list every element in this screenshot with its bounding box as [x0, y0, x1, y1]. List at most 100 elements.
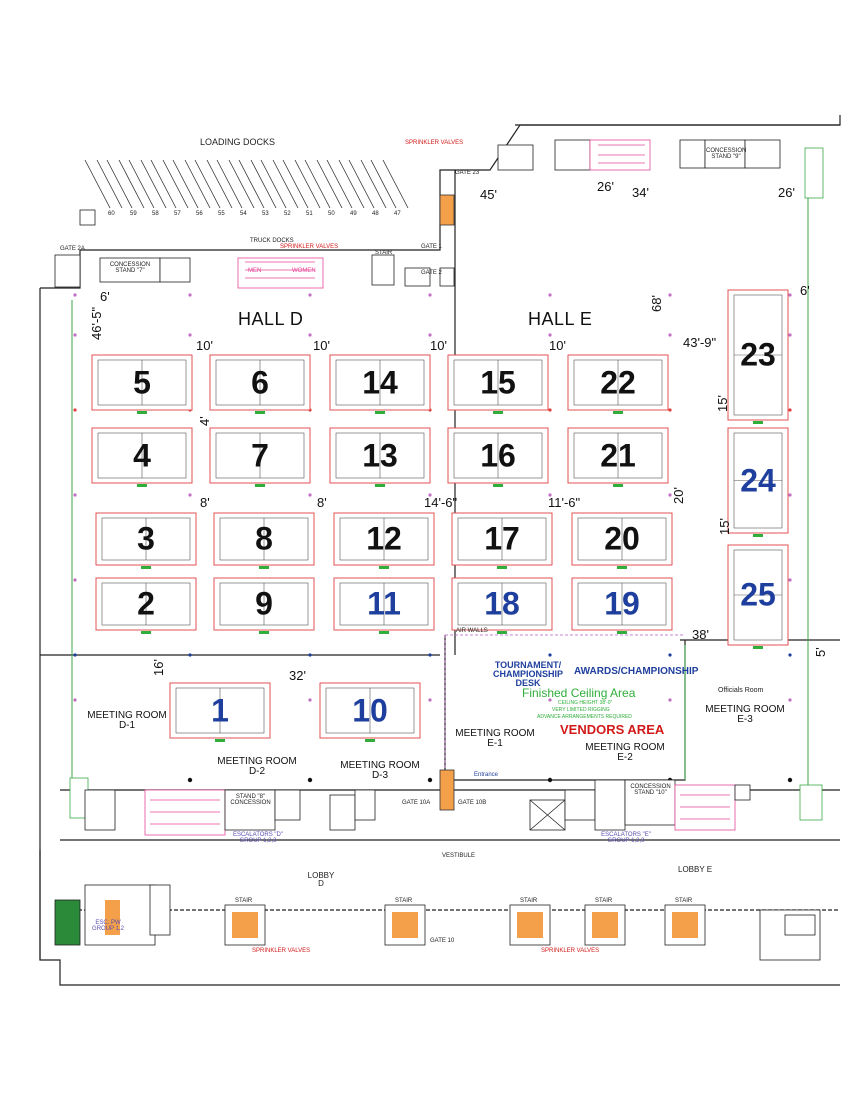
dim-34: 34' [632, 185, 649, 200]
dim-8-b: 8' [317, 495, 327, 510]
court-marker [255, 484, 265, 487]
court-number: 3 [137, 520, 155, 557]
court-number: 25 [740, 576, 776, 613]
column-grid [72, 293, 793, 783]
column-dot [307, 777, 313, 783]
column-dot [428, 333, 432, 337]
sprinkler-label-4: SPRINKLER VALVES [541, 948, 600, 954]
dock-number: 54 [240, 211, 247, 217]
column-dot [788, 408, 792, 412]
gate-2-label: GATE 2 [421, 270, 442, 276]
dim-32: 32' [289, 668, 306, 683]
dock-bay [128, 159, 167, 209]
court-number: 1 [211, 692, 229, 728]
dock-number: 58 [152, 211, 159, 217]
court-number: 2 [137, 585, 155, 622]
stair-label-3: STAIR [520, 898, 538, 904]
escalators-e-label: ESCALATORS "E" GROUP 1,2,3 [601, 832, 651, 844]
awards-label: AWARDS/CHAMPIONSHIP [574, 666, 699, 677]
dock-bay [348, 159, 387, 209]
court-marker [375, 411, 385, 414]
dock-number: 56 [196, 211, 203, 217]
dim-10-d: 10' [549, 338, 566, 353]
gate-10b-label: GATE 10B [458, 800, 487, 806]
court-number: 6 [251, 364, 269, 400]
court-number: 10 [352, 692, 388, 728]
court-number: 5 [133, 364, 151, 400]
column-dot [188, 333, 192, 337]
column-dot [308, 698, 312, 702]
dim-46-5: 46'-5" [89, 306, 104, 340]
service-rooms [54, 139, 824, 961]
court-marker [137, 484, 147, 487]
column-dot [308, 293, 312, 297]
dim-4: 4' [197, 416, 212, 426]
escalators-pw-label: ESC. PW GROUP 1,2 [92, 920, 124, 932]
vestibule-label: VESTIBULE [442, 853, 476, 859]
column-dot [73, 653, 77, 657]
column-dot [668, 653, 672, 657]
dock-bay [370, 159, 409, 209]
column-dot [73, 408, 77, 412]
court-marker [613, 484, 623, 487]
dock-number: 52 [284, 211, 291, 217]
column-dot [668, 293, 672, 297]
column-dot [787, 777, 793, 783]
dock-number: 49 [350, 211, 357, 217]
column-dot [308, 333, 312, 337]
loading-docks-label: LOADING DOCKS [200, 137, 276, 147]
column-dot [428, 653, 432, 657]
stair-label-6: STAIR [375, 250, 393, 256]
column-dot [73, 493, 77, 497]
meeting-room-e2: MEETING ROOM E-2 [585, 742, 665, 763]
column-dot [788, 493, 792, 497]
column-dot [548, 293, 552, 297]
concession-10-label: CONCESSION STAND "10" [630, 784, 671, 796]
court-number: 13 [362, 437, 398, 473]
meeting-room-d1: MEETING ROOM D-1 [87, 710, 167, 731]
court-number: 8 [255, 520, 273, 557]
concession-9-label: CONCESSION STAND "9" [706, 148, 747, 160]
dim-43-9: 43'-9" [683, 335, 717, 350]
column-dot [788, 293, 792, 297]
dock-bay [106, 159, 145, 209]
dock-bay [238, 159, 277, 209]
dim-6-right: 6' [800, 283, 810, 298]
vendors-area-label: VENDORS AREA [560, 722, 665, 737]
dock-number: 48 [372, 211, 379, 217]
column-dot [547, 777, 553, 783]
court-number: 23 [740, 336, 776, 373]
dock-number: 60 [108, 211, 115, 217]
court-marker [255, 411, 265, 414]
gate-2a-label: GATE 2A [60, 246, 85, 252]
sprinkler-label-1: SPRINKLER VALVES [280, 244, 339, 250]
column-dot [668, 698, 672, 702]
dock-bay [172, 159, 211, 209]
column-dot [428, 698, 432, 702]
meeting-room-e3: MEETING ROOM E-3 [705, 704, 785, 725]
stair-label-5: STAIR [675, 898, 693, 904]
dock-bay [304, 159, 343, 209]
gate-1-label: GATE 1 [421, 244, 442, 250]
hall-e-label: HALL E [528, 309, 593, 329]
dock-bay [282, 159, 321, 209]
dock-number: 55 [218, 211, 225, 217]
sprinkler-label-3: SPRINKLER VALVES [252, 948, 311, 954]
column-dot [428, 293, 432, 297]
court-marker [753, 421, 763, 424]
dim-5: 5' [813, 647, 828, 657]
officials-room-label: Officials Room [718, 687, 764, 694]
column-dot [188, 653, 192, 657]
column-dot [427, 777, 433, 783]
meeting-room-d2: MEETING ROOM D-2 [217, 756, 297, 777]
dim-10-a: 10' [196, 338, 213, 353]
court-number: 24 [740, 462, 776, 498]
court-marker [141, 566, 151, 569]
dim-15-bottom: 15' [717, 518, 732, 535]
court-number: 12 [366, 520, 402, 557]
dim-45: 45' [480, 187, 497, 202]
dim-20: 20' [671, 487, 686, 504]
escalators-d-label: ESCALATORS "D" GROUP 1,2,3 [232, 832, 284, 844]
loading-dock-bays [84, 159, 409, 209]
column-dot [548, 698, 552, 702]
